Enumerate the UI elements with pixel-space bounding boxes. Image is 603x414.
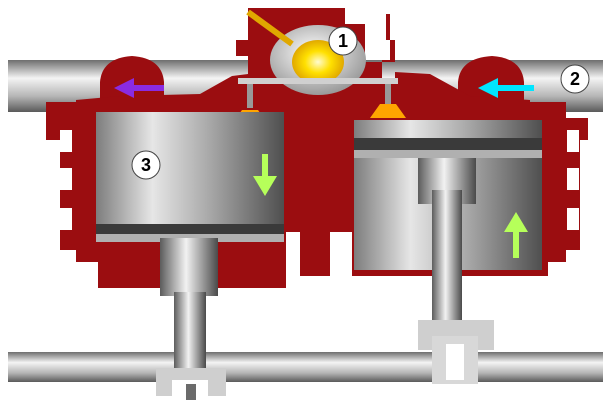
svg-text:3: 3	[141, 155, 151, 175]
left-connecting-rod	[156, 238, 226, 402]
svg-text:2: 2	[570, 69, 580, 89]
crankshaft-rail	[8, 352, 603, 382]
callout-2: 2	[561, 65, 589, 93]
callout-1: 1	[329, 27, 357, 55]
svg-text:1: 1	[338, 31, 348, 51]
callout-3: 3	[132, 151, 160, 179]
